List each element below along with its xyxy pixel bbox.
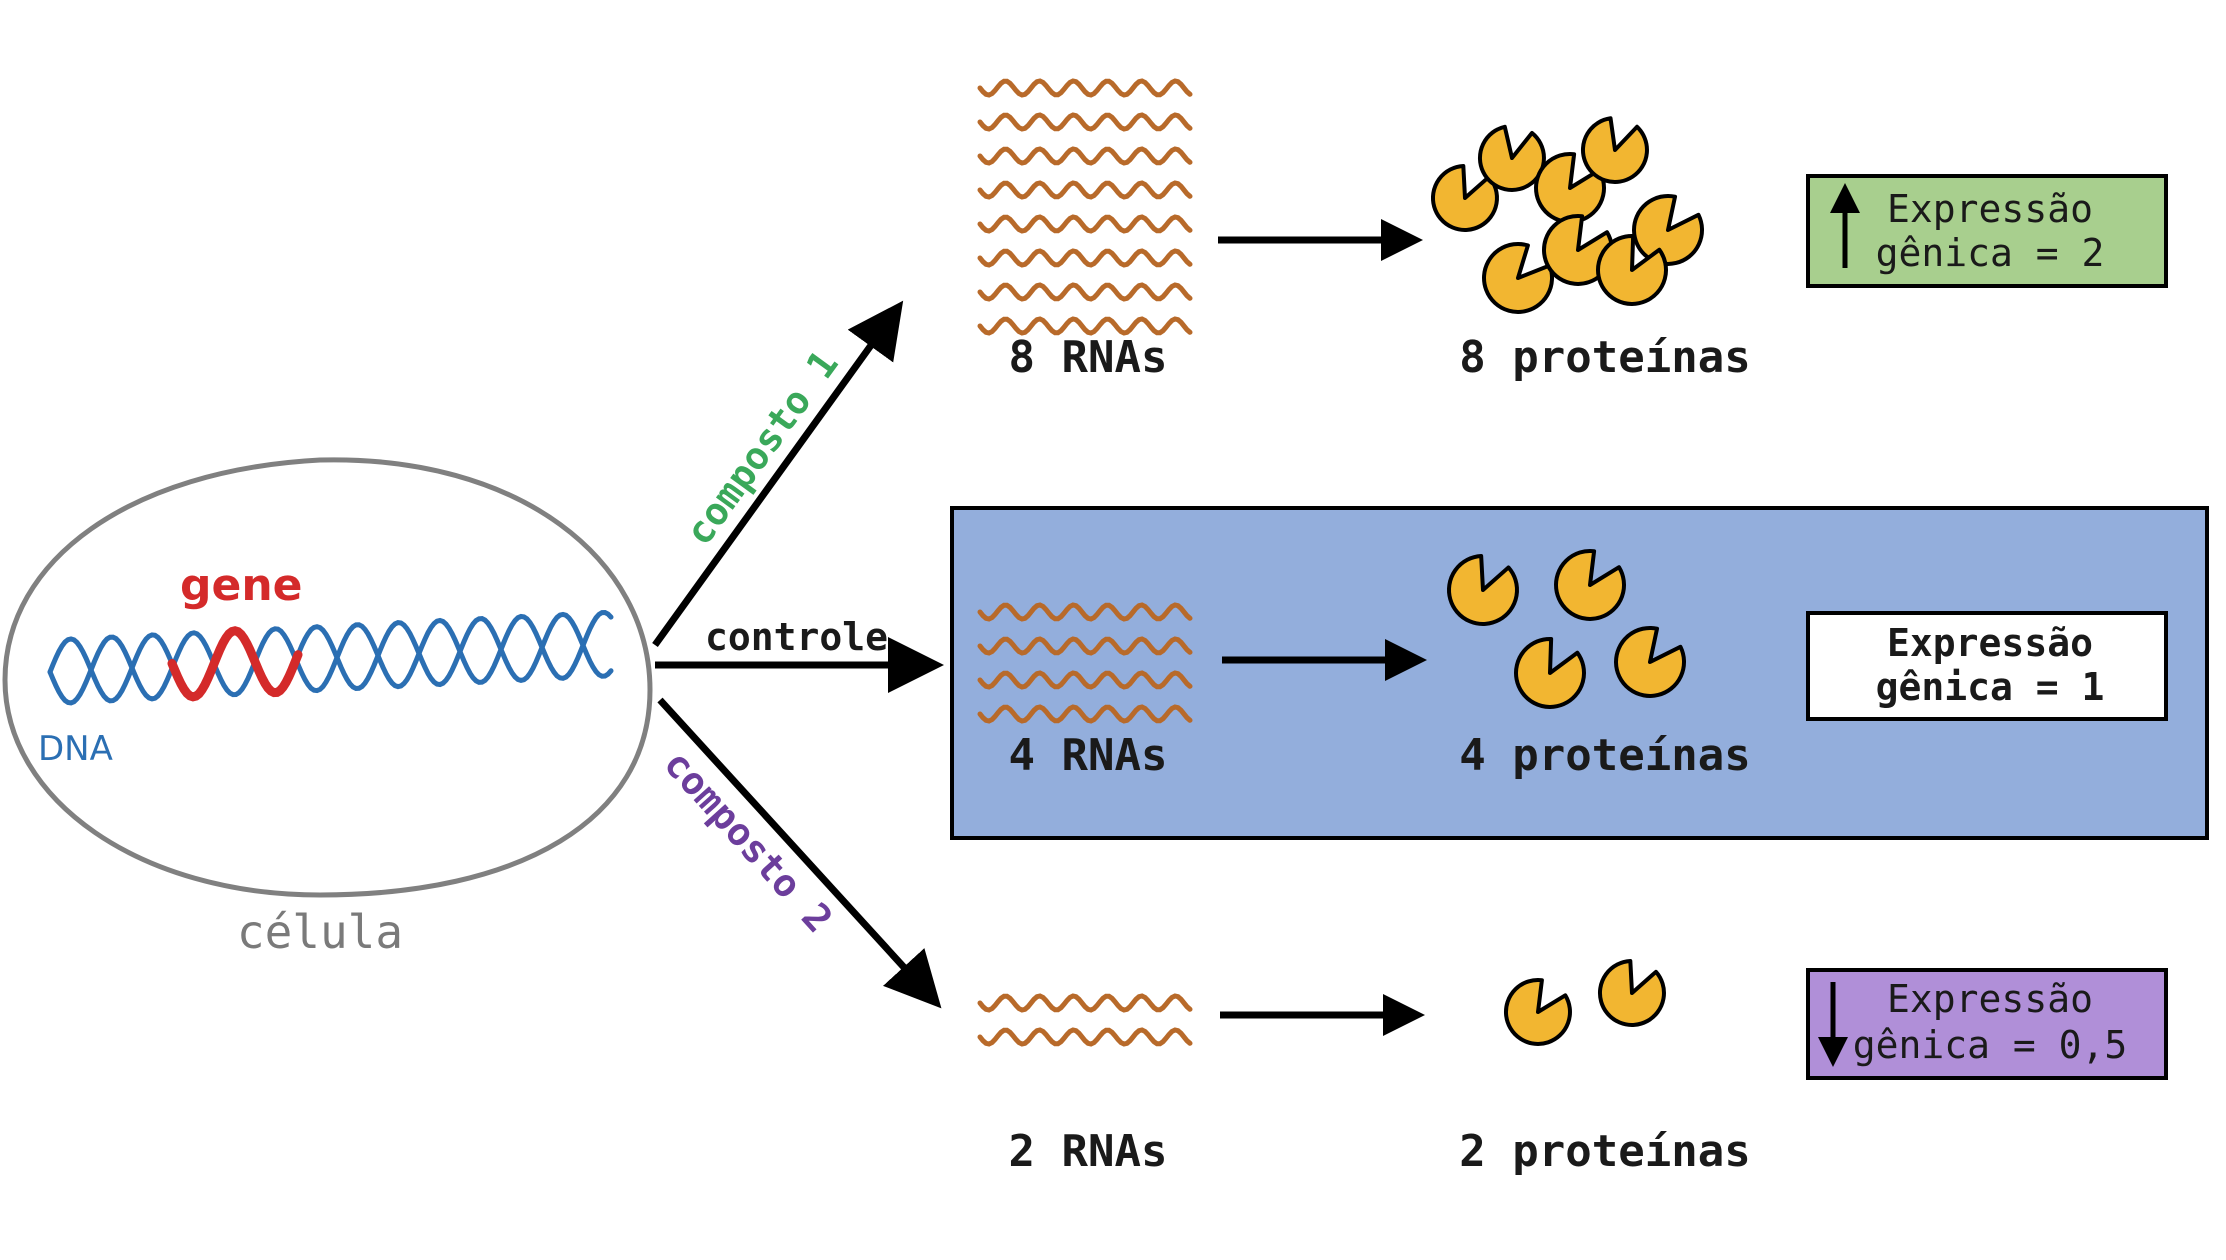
rna-group <box>977 78 1193 336</box>
rna-strand <box>977 112 1193 132</box>
protein <box>1614 626 1686 698</box>
cell-outline <box>2 457 653 898</box>
rna-strand <box>977 636 1193 656</box>
protein-label: 8 proteínas <box>1459 332 1750 383</box>
protein-group <box>1447 548 1686 709</box>
protein-label: 2 proteínas <box>1459 1126 1750 1177</box>
dna-label: DNA <box>38 729 113 769</box>
rna-strand <box>977 602 1193 622</box>
expression-box: Expressão gênica = 2 <box>1806 174 2168 288</box>
protein <box>1482 241 1554 314</box>
arrow-compound1 <box>652 300 904 648</box>
protein <box>1514 636 1586 709</box>
control-label: controle <box>705 615 888 659</box>
expression-box: Expressão gênica = 1 <box>1806 611 2168 721</box>
branch-arrows: composto 1 controle composto 2 <box>652 300 944 1009</box>
rna-strand <box>977 316 1193 336</box>
protein <box>1447 554 1519 626</box>
protein <box>1554 548 1626 621</box>
protein <box>1534 151 1606 224</box>
rna-label: 8 RNAs <box>1009 332 1168 383</box>
rna-group <box>977 602 1193 724</box>
arrow-compound2 <box>657 697 942 1009</box>
protein <box>1504 977 1572 1046</box>
protein-label: 4 proteínas <box>1459 730 1750 781</box>
protein <box>1632 194 1704 266</box>
rna-strand <box>977 282 1193 302</box>
rna-strand <box>977 670 1193 690</box>
protein <box>1580 116 1649 184</box>
expression-value: gênica = 0,5 <box>1853 1023 2128 1067</box>
expression-value: gênica = 2 <box>1876 231 2105 275</box>
gene-segment <box>167 626 303 702</box>
expression-value: gênica = 1 <box>1876 665 2105 709</box>
protein <box>1596 233 1668 306</box>
row-control: 4 RNAs 4 proteínas Expressão gênica = 1 <box>977 548 2168 781</box>
rna-strand <box>977 248 1193 268</box>
expression-box: Expressão gênica = 0,5 <box>1806 968 2168 1080</box>
protein-group <box>1504 959 1666 1046</box>
protein <box>1431 164 1499 232</box>
protein <box>1477 124 1546 192</box>
gene-label: gene <box>180 560 303 611</box>
rna-group <box>977 993 1193 1047</box>
rna-label: 4 RNAs <box>1009 730 1168 781</box>
dna-strand <box>47 609 614 706</box>
rna-strand <box>977 1027 1193 1047</box>
expression-title: Expressão <box>1887 187 2093 231</box>
expression-title: Expressão <box>1887 977 2093 1021</box>
protein-group <box>1431 116 1704 314</box>
rna-label: 2 RNAs <box>1009 1126 1168 1177</box>
dna-double-helix <box>47 609 614 706</box>
rna-strand <box>977 993 1193 1013</box>
rna-strand <box>977 180 1193 200</box>
row-compound2: 2 RNAs 2 proteínas Expressão gênica = 0,… <box>977 959 2168 1177</box>
rna-strand <box>977 146 1193 166</box>
cell: gene DNA célula <box>2 457 653 959</box>
row-compound1: 8 RNAs 8 proteínas Expressão gênica = 2 <box>977 78 2168 383</box>
dna-strand <box>47 611 614 704</box>
rna-strand <box>977 214 1193 234</box>
compound2-label: composto 2 <box>655 742 841 941</box>
rna-strand <box>977 704 1193 724</box>
expression-title: Expressão <box>1887 621 2093 665</box>
rna-strand <box>977 78 1193 98</box>
cell-label: célula <box>237 905 403 959</box>
compound1-label: composto 1 <box>677 342 847 553</box>
protein <box>1598 959 1666 1027</box>
